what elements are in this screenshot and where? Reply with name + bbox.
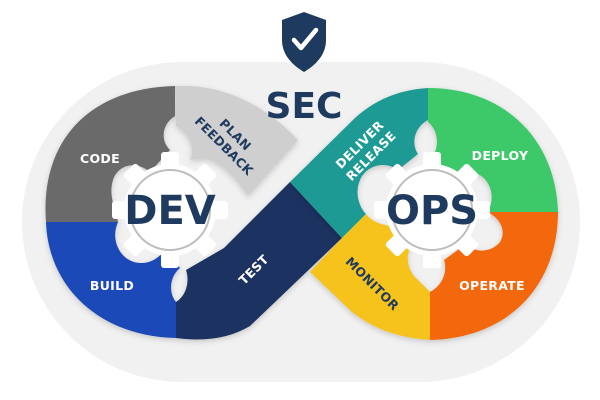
segment-deploy bbox=[428, 88, 558, 212]
ops-label: OPS bbox=[386, 188, 478, 234]
shield-check-icon bbox=[282, 12, 326, 72]
segment-operate bbox=[430, 212, 558, 340]
code-label: CODE bbox=[80, 151, 120, 166]
operate-label: OPERATE bbox=[459, 278, 525, 293]
sec-badge bbox=[282, 12, 326, 72]
dev-label: DEV bbox=[124, 188, 216, 234]
segment-build bbox=[46, 222, 180, 338]
sec-label: SEC bbox=[266, 86, 343, 127]
segment-test bbox=[176, 182, 342, 340]
segment-plan bbox=[175, 85, 298, 196]
dev-gear: DEV bbox=[112, 152, 228, 268]
segment-deliver bbox=[290, 88, 428, 238]
ops-gear: OPS bbox=[374, 152, 490, 268]
gear-icon bbox=[374, 152, 490, 268]
segment-code bbox=[45, 86, 175, 222]
deploy-label: DEPLOY bbox=[472, 148, 529, 163]
gear-icon bbox=[112, 152, 228, 268]
build-label: BUILD bbox=[90, 278, 134, 293]
